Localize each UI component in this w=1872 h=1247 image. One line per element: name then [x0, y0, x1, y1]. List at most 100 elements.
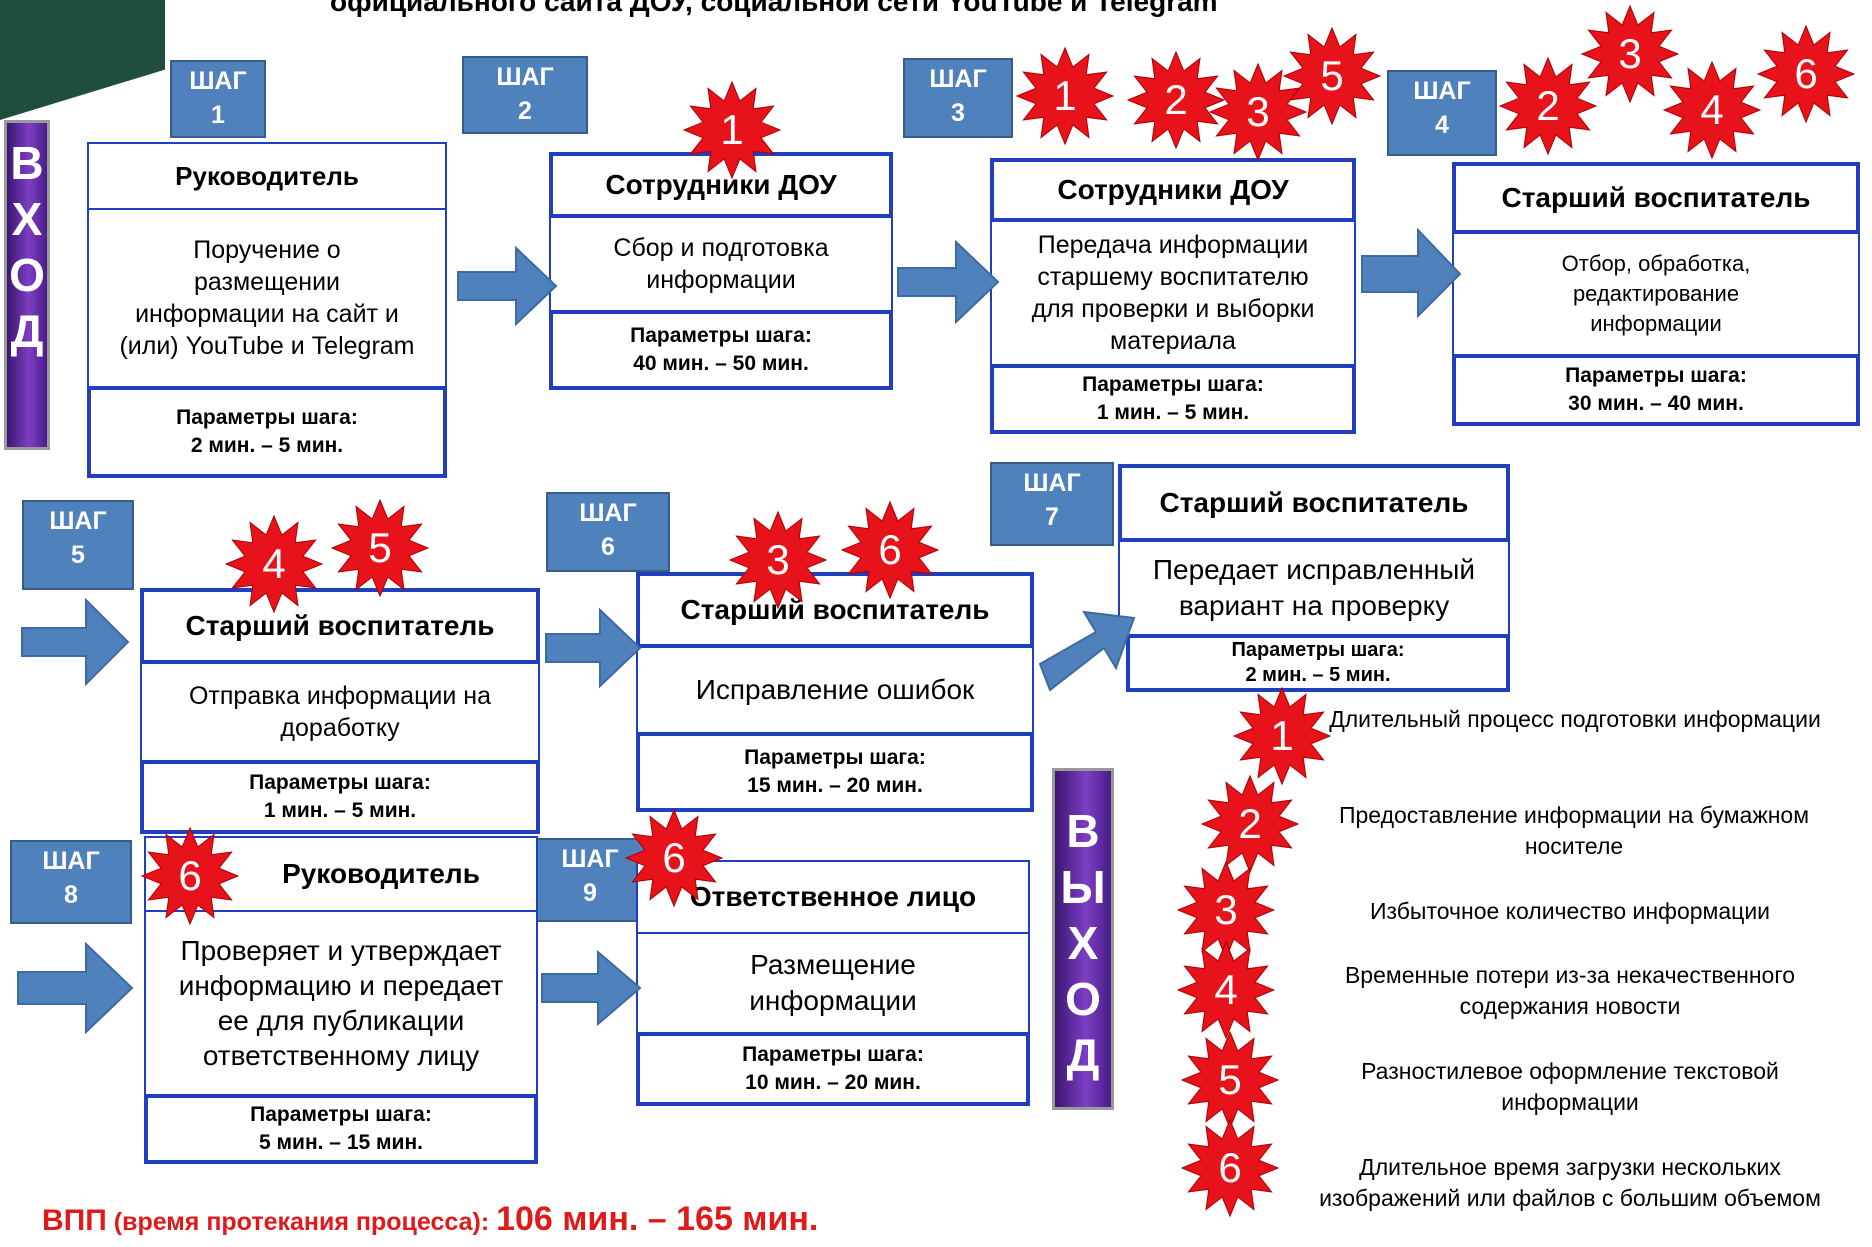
- svg-text:1: 1: [1053, 72, 1076, 119]
- step-7-description: Передает исправленный вариант на проверк…: [1118, 540, 1510, 636]
- arrow-step1-step2: [457, 245, 558, 327]
- arrow-step8-step9: [541, 949, 642, 1027]
- problem-star-marker: 2: [1498, 56, 1598, 156]
- legend-star-5: 5: [1180, 1030, 1280, 1130]
- corner-decoration: [0, 0, 165, 120]
- exit-letter: В: [1066, 805, 1100, 857]
- step-5-role: Старший воспитатель: [140, 588, 540, 664]
- svg-text:5: 5: [1320, 52, 1343, 99]
- entry-letter: О: [9, 249, 45, 301]
- svg-text:1: 1: [1270, 712, 1293, 759]
- problem-star-marker: 6: [840, 500, 940, 600]
- svg-text:3: 3: [1246, 88, 1269, 135]
- svg-text:3: 3: [1214, 886, 1237, 933]
- problem-star-marker: 4: [1662, 60, 1762, 160]
- total-process-time: ВПП (время протекания процесса): 106 мин…: [42, 1200, 818, 1239]
- svg-text:6: 6: [1218, 1144, 1241, 1191]
- svg-text:2: 2: [1238, 800, 1261, 847]
- step-2-description: Сбор и подготовка информации: [549, 216, 893, 312]
- entry-bar: В Х О Д: [4, 120, 50, 450]
- step-1-params: Параметры шага:2 мин. – 5 мин.: [87, 386, 447, 478]
- step-6-params: Параметры шага:15 мин. – 20 мин.: [636, 732, 1034, 812]
- svg-text:6: 6: [178, 852, 201, 899]
- step-3-description: Передача информации старшему воспитателю…: [990, 220, 1356, 366]
- legend-star-1: 1: [1232, 686, 1332, 786]
- step-6-role: Старший воспитатель: [636, 572, 1034, 648]
- problem-star-marker: 6: [1756, 24, 1856, 124]
- legend-text-1: Длительный процесс подготовки информации: [1329, 706, 1821, 732]
- svg-text:4: 4: [1700, 86, 1723, 133]
- step-8-description: Проверяет и утверждает информацию и пере…: [144, 910, 538, 1096]
- svg-text:4: 4: [262, 540, 285, 587]
- step-5-description: Отправка информации на доработку: [140, 662, 540, 762]
- legend-text-5: Разностилевое оформление текстовой инфор…: [1361, 1058, 1779, 1115]
- legend-text-2: Предоставление информации на бумажном но…: [1338, 802, 1810, 859]
- exit-letter: Д: [1066, 1029, 1100, 1081]
- problem-star-marker: 6: [140, 826, 240, 926]
- legend-text-4: Временные потери из-за некачественного с…: [1344, 962, 1796, 1019]
- step-9-role: Ответственное лицо: [636, 860, 1030, 934]
- exit-bar: В Ы Х О Д: [1052, 768, 1114, 1110]
- svg-text:5: 5: [1218, 1056, 1241, 1103]
- svg-text:6: 6: [662, 834, 685, 881]
- legend-star-6: 6: [1180, 1118, 1280, 1218]
- step-3-params: Параметры шага:1 мин. – 5 мин.: [990, 364, 1356, 434]
- step-9-description: Размещение информации: [636, 932, 1030, 1034]
- step-7-role: Старший воспитатель: [1118, 464, 1510, 542]
- total-label: ВПП: [42, 1204, 107, 1237]
- arrow-step7-step8: [17, 941, 134, 1035]
- svg-text:6: 6: [1794, 50, 1817, 97]
- problem-star-marker: 4: [224, 514, 324, 614]
- total-sub: (время протекания процесса):: [113, 1208, 490, 1236]
- problem-star-marker: 5: [1282, 26, 1382, 126]
- problem-star-marker: 3: [1580, 4, 1680, 104]
- arrow-step4-step5: [21, 597, 130, 687]
- step-3-role: Сотрудники ДОУ: [990, 158, 1356, 222]
- step-4-params: Параметры шага:30 мин. – 40 мин.: [1452, 354, 1860, 426]
- arrow-step3-step4: [1361, 227, 1462, 319]
- entry-letter: В: [10, 137, 44, 189]
- exit-letter: Х: [1067, 917, 1099, 969]
- svg-text:2: 2: [1536, 82, 1559, 129]
- legend-star-4: 4: [1176, 940, 1276, 1040]
- svg-text:6: 6: [878, 526, 901, 573]
- svg-text:5: 5: [368, 524, 391, 571]
- step-4-role: Старший воспитатель: [1452, 162, 1860, 234]
- arrow-step2-step3: [897, 239, 1000, 325]
- step-7-params: Параметры шага:2 мин. – 5 мин.: [1126, 634, 1510, 692]
- entry-letter: Д: [10, 305, 44, 357]
- step-2-params: Параметры шага:40 мин. – 50 мин.: [549, 310, 893, 390]
- svg-text:2: 2: [1164, 76, 1187, 123]
- entry-letter: Х: [11, 193, 43, 245]
- legend-star-2: 2: [1200, 774, 1300, 874]
- arrow-step5-step6: [545, 607, 642, 689]
- svg-text:1: 1: [720, 106, 743, 153]
- legend-text-3: Избыточное количество информации: [1369, 898, 1771, 924]
- step-9-params: Параметры шага:10 мин. – 20 мин.: [636, 1032, 1030, 1106]
- step-4-description: Отбор, обработка, редактирование информа…: [1452, 232, 1860, 356]
- svg-text:3: 3: [1618, 30, 1641, 77]
- step-5-params: Параметры шага:1 мин. – 5 мин.: [140, 760, 540, 834]
- step-8-params: Параметры шага:5 мин. – 15 мин.: [144, 1094, 538, 1164]
- problem-star-marker: 1: [682, 80, 782, 180]
- problem-star-marker: 2: [1126, 50, 1226, 150]
- step-1-description: Поручение о размещении информации на сай…: [87, 208, 447, 388]
- page-title: официального сайта ДОУ, социальной сети …: [330, 0, 1218, 17]
- legend-text-6: Длительное время загрузки нескольких изо…: [1319, 1154, 1821, 1211]
- problem-star-marker: 3: [728, 510, 828, 610]
- problem-star-marker: 5: [330, 498, 430, 598]
- exit-letter: Ы: [1060, 861, 1106, 913]
- exit-letter: О: [1065, 973, 1101, 1025]
- problem-star-marker: 6: [624, 808, 724, 908]
- svg-text:3: 3: [766, 536, 789, 583]
- step-6-description: Исправление ошибок: [636, 646, 1034, 734]
